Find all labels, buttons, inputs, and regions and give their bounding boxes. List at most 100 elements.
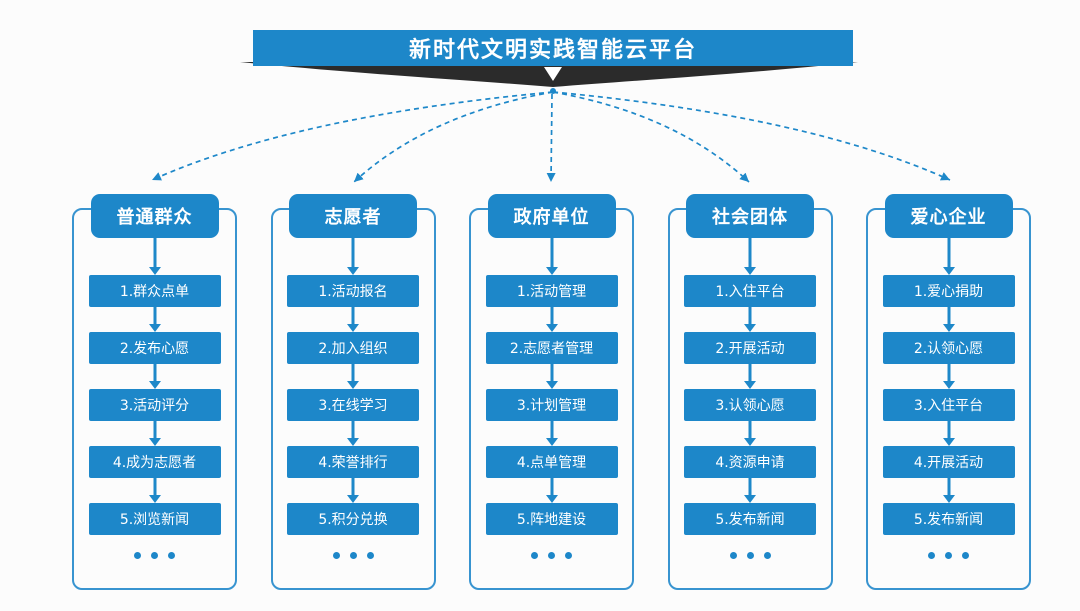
step-box: 4.资源申请 bbox=[684, 446, 816, 478]
more-dots-icon bbox=[729, 552, 771, 559]
step-box: 3.入住平台 bbox=[882, 389, 1015, 421]
column-general-public: 普通群众 1.群众点单 2.发布心愿 3.活动评分 4.成为志愿者 5.浏览新闻 bbox=[72, 194, 237, 590]
step-label: 1.活动报名 bbox=[318, 284, 388, 300]
step-box: 1.活动管理 bbox=[485, 275, 618, 307]
column-header: 政府单位 bbox=[487, 194, 616, 238]
step-label: 1.入住平台 bbox=[715, 284, 785, 300]
dashed-arrow-to-column-3 bbox=[546, 93, 556, 183]
down-arrow-icon bbox=[740, 421, 760, 446]
down-arrow-icon bbox=[343, 478, 363, 503]
step-label: 1.爱心捐助 bbox=[913, 284, 984, 300]
down-arrow-icon bbox=[740, 238, 760, 275]
ribbon-down-arrow-icon bbox=[544, 67, 562, 81]
column-title: 志愿者 bbox=[324, 207, 382, 228]
more-dots-icon bbox=[531, 552, 572, 559]
step-box: 2.开展活动 bbox=[684, 332, 816, 364]
step-label: 1.活动管理 bbox=[516, 284, 587, 300]
step-label: 1.群众点单 bbox=[119, 284, 190, 300]
down-arrow-icon bbox=[939, 478, 959, 503]
step-box: 4.成为志愿者 bbox=[88, 446, 221, 478]
step-box: 4.荣誉排行 bbox=[287, 446, 419, 478]
down-arrow-icon bbox=[145, 238, 165, 275]
step-label: 2.加入组织 bbox=[318, 341, 388, 357]
step-label: 3.活动评分 bbox=[119, 398, 190, 414]
step-label: 4.点单管理 bbox=[516, 455, 587, 471]
down-arrow-icon bbox=[740, 307, 760, 332]
step-label: 5.阵地建设 bbox=[516, 512, 587, 528]
step-label: 2.发布心愿 bbox=[119, 341, 190, 357]
step-label: 4.开展活动 bbox=[913, 455, 984, 471]
step-label: 5.发布新闻 bbox=[715, 512, 785, 528]
step-box: 1.活动报名 bbox=[287, 275, 419, 307]
step-box: 4.开展活动 bbox=[882, 446, 1015, 478]
more-dots-icon bbox=[928, 552, 969, 559]
step-box: 5.浏览新闻 bbox=[88, 503, 221, 535]
more-dots-icon bbox=[332, 552, 374, 559]
column-title: 社会团体 bbox=[712, 207, 788, 228]
dashed-arrow-to-column-2 bbox=[353, 91, 554, 183]
down-arrow-icon bbox=[343, 238, 363, 275]
step-label: 2.认领心愿 bbox=[913, 341, 984, 357]
step-label: 2.志愿者管理 bbox=[509, 341, 594, 357]
column-social-organizations: 社会团体 1.入住平台 2.开展活动 3.认领心愿 4.资源申请 5.发布新闻 bbox=[667, 194, 833, 590]
down-arrow-icon bbox=[343, 307, 363, 332]
step-box: 2.认领心愿 bbox=[882, 332, 1015, 364]
down-arrow-icon bbox=[939, 238, 959, 275]
step-label: 3.计划管理 bbox=[516, 398, 587, 414]
column-header: 志愿者 bbox=[289, 194, 417, 238]
step-box: 3.认领心愿 bbox=[684, 389, 816, 421]
fan-origin-node bbox=[550, 88, 556, 94]
down-arrow-icon bbox=[145, 478, 165, 503]
down-arrow-icon bbox=[939, 307, 959, 332]
down-arrow-icon bbox=[145, 364, 165, 389]
step-box: 5.发布新闻 bbox=[684, 503, 816, 535]
down-arrow-icon bbox=[542, 478, 562, 503]
column-title: 政府单位 bbox=[513, 207, 590, 228]
dashed-arrow-to-column-5 bbox=[552, 91, 951, 181]
down-arrow-icon bbox=[740, 478, 760, 503]
down-arrow-icon bbox=[145, 307, 165, 332]
step-label: 5.积分兑换 bbox=[318, 512, 388, 528]
down-arrow-icon bbox=[939, 421, 959, 446]
step-label: 4.成为志愿者 bbox=[112, 455, 197, 471]
step-box: 5.发布新闻 bbox=[882, 503, 1015, 535]
down-arrow-icon bbox=[542, 238, 562, 275]
step-box: 5.积分兑换 bbox=[287, 503, 419, 535]
platform-title-banner: 新时代文明实践智能云平台 bbox=[253, 30, 853, 66]
step-label: 4.资源申请 bbox=[715, 455, 785, 471]
step-box: 3.活动评分 bbox=[88, 389, 221, 421]
step-box: 3.计划管理 bbox=[485, 389, 618, 421]
down-arrow-icon bbox=[343, 364, 363, 389]
down-arrow-icon bbox=[542, 307, 562, 332]
column-title: 爱心企业 bbox=[910, 207, 987, 228]
column-caring-enterprises: 爱心企业 1.爱心捐助 2.认领心愿 3.入住平台 4.开展活动 5.发布新闻 bbox=[866, 194, 1031, 590]
down-arrow-icon bbox=[939, 364, 959, 389]
step-label: 5.浏览新闻 bbox=[119, 512, 190, 528]
step-label: 2.开展活动 bbox=[715, 341, 785, 357]
step-box: 1.爱心捐助 bbox=[882, 275, 1015, 307]
step-box: 4.点单管理 bbox=[485, 446, 618, 478]
down-arrow-icon bbox=[542, 421, 562, 446]
column-header: 爱心企业 bbox=[884, 194, 1013, 238]
step-box: 5.阵地建设 bbox=[485, 503, 618, 535]
banner-ribbon-icon bbox=[240, 62, 858, 94]
step-box: 1.群众点单 bbox=[88, 275, 221, 307]
step-box: 3.在线学习 bbox=[287, 389, 419, 421]
down-arrow-icon bbox=[343, 421, 363, 446]
column-volunteers: 志愿者 1.活动报名 2.加入组织 3.在线学习 4.荣誉排行 5.积分兑换 bbox=[270, 194, 436, 590]
more-dots-icon bbox=[134, 552, 175, 559]
fan-arrows bbox=[151, 91, 951, 183]
step-box: 1.入住平台 bbox=[684, 275, 816, 307]
step-label: 5.发布新闻 bbox=[913, 512, 984, 528]
step-label: 3.在线学习 bbox=[318, 398, 388, 414]
step-box: 2.发布心愿 bbox=[88, 332, 221, 364]
platform-title: 新时代文明实践智能云平台 bbox=[408, 38, 697, 63]
column-header: 社会团体 bbox=[686, 194, 814, 238]
step-box: 2.志愿者管理 bbox=[485, 332, 618, 364]
dashed-arrow-to-column-1 bbox=[151, 91, 554, 181]
column-government-units: 政府单位 1.活动管理 2.志愿者管理 3.计划管理 4.点单管理 5.阵地建设 bbox=[469, 194, 634, 590]
step-label: 3.入住平台 bbox=[913, 398, 984, 414]
column-title: 普通群众 bbox=[116, 207, 193, 228]
column-header: 普通群众 bbox=[90, 194, 219, 238]
